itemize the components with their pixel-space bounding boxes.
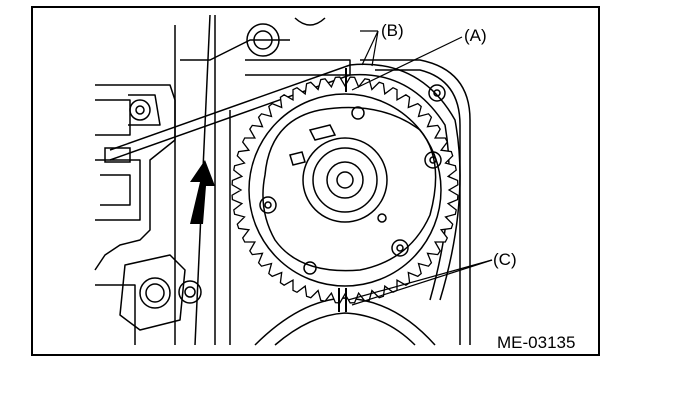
callout-c-label: (C) [493,250,517,269]
alignment-marks [338,68,347,312]
sprocket-teeth-outline [231,76,459,304]
rotation-direction-arrow-icon [190,160,215,224]
cam-sprocket [231,76,459,304]
engine-background [94,14,471,346]
callout-a-label: (A) [464,26,487,45]
figure-code: ME-03135 [497,333,575,352]
callout-b-label: (B) [381,21,404,40]
callout-leaders [347,30,493,306]
